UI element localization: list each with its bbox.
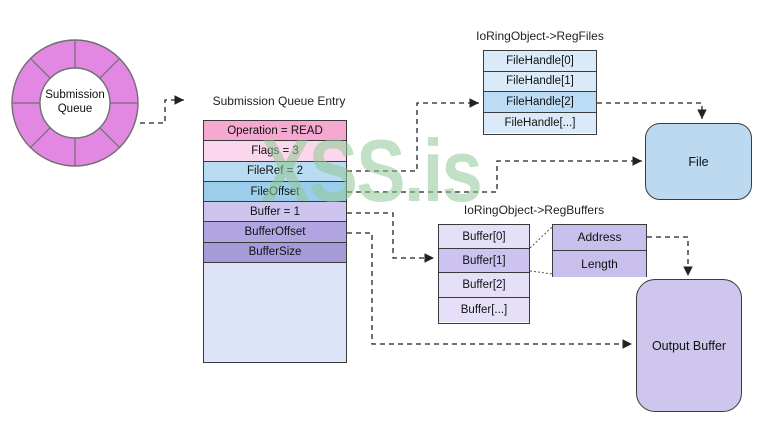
regfiles-row-3: FileHandle[...]: [484, 112, 596, 133]
buffer-detail-table: Address Length: [552, 224, 647, 277]
regfiles-table: FileHandle[0] FileHandle[1] FileHandle[2…: [483, 50, 597, 135]
sqe-table: Operation = READ Flags = 3 FileRef = 2 F…: [203, 120, 347, 363]
sqe-title: Submission Queue Entry: [212, 94, 346, 108]
sqe-row-fileoffset: FileOffset: [204, 181, 346, 203]
arrow-fileref-to-filehandle2: [347, 98, 479, 172]
regbuffers-row-2: Buffer[2]: [439, 273, 529, 298]
regfiles-row-2-highlighted: FileHandle[2]: [484, 92, 596, 113]
submission-queue-ring: [11, 39, 139, 167]
sqe-row-flags: Flags = 3: [204, 141, 346, 162]
file-node-label: File: [688, 154, 709, 169]
regbuffers-table: Buffer[0] Buffer[1] Buffer[2] Buffer[...…: [438, 224, 530, 324]
arrow-queue-to-entry: [140, 95, 184, 124]
arrow-fileoffset-to-file: [347, 156, 642, 193]
submission-queue-label: Submission Queue: [45, 89, 105, 115]
arrow-filehandle2-to-file: [597, 102, 707, 119]
sqe-empty-area: [204, 263, 346, 362]
sqe-row-buffersize: BufferSize: [204, 242, 346, 264]
detail-line-buffer1-top: [529, 225, 554, 249]
regbuffers-title: IoRingObject->RegBuffers: [463, 203, 605, 217]
arrow-buffer1ref-to-buffer1: [347, 212, 434, 263]
buffer-detail-row-length: Length: [553, 250, 646, 277]
buffer-detail-row-address: Address: [553, 225, 646, 251]
file-node: File: [645, 123, 752, 200]
regfiles-row-0: FileHandle[0]: [484, 51, 596, 72]
output-buffer-node-label: Output Buffer: [651, 338, 727, 353]
regbuffers-row-3: Buffer[...]: [439, 297, 529, 322]
sqe-row-bufferoffset: BufferOffset: [204, 222, 346, 243]
sqe-row-fileref: FileRef = 2: [204, 161, 346, 182]
regbuffers-row-0: Buffer[0]: [439, 225, 529, 250]
submission-queue-segment-spokes: [12, 40, 138, 166]
arrow-address-to-outputbuffer: [647, 236, 693, 276]
arrow-bufferoffset-to-outputbuffer: [347, 232, 632, 349]
regfiles-row-1: FileHandle[1]: [484, 71, 596, 92]
regfiles-title: IoRingObject->RegFiles: [476, 29, 604, 43]
regbuffers-row-1-highlighted: Buffer[1]: [439, 249, 529, 274]
sqe-row-operation: Operation = READ: [204, 121, 346, 142]
output-buffer-node: Output Buffer: [636, 279, 742, 412]
sqe-row-buffer: Buffer = 1: [204, 202, 346, 223]
detail-line-buffer1-bottom: [529, 270, 554, 275]
submission-queue-inner-circle: [39, 67, 111, 139]
